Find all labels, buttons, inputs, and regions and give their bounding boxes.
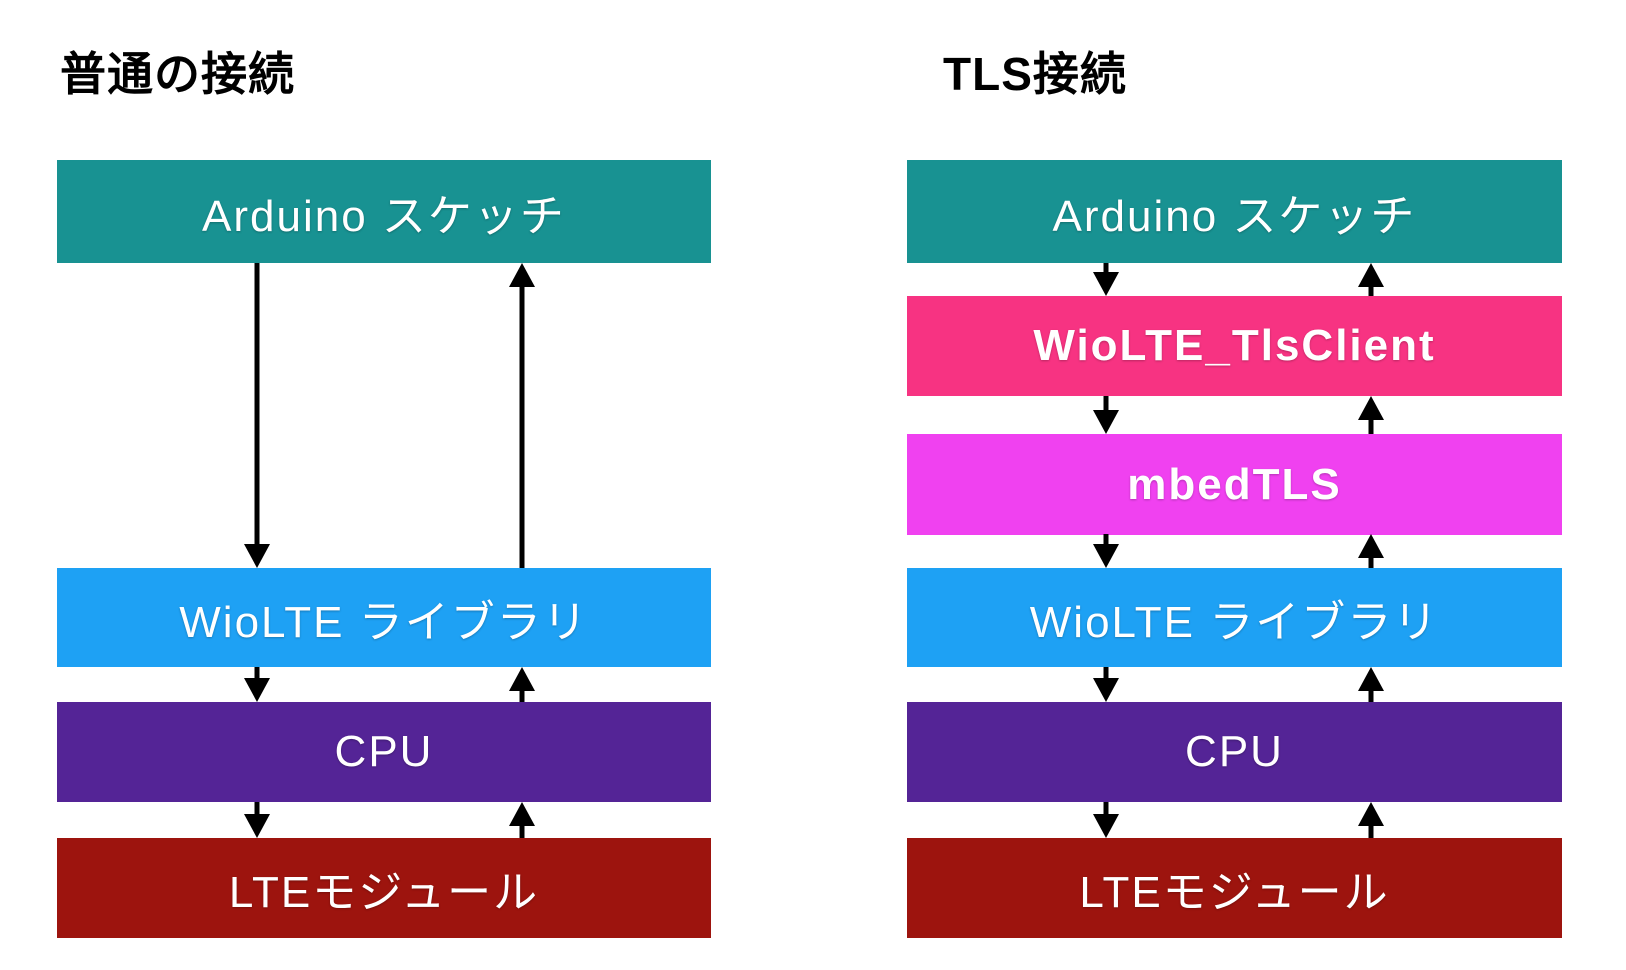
down-arrow xyxy=(1093,263,1119,296)
box-label: Arduino スケッチ xyxy=(202,191,566,241)
down-arrow xyxy=(1093,396,1119,434)
up-arrow xyxy=(1358,667,1384,702)
down-arrow xyxy=(1093,667,1119,702)
box-label: LTEモジュール xyxy=(1079,868,1390,917)
left-box-cpu: CPU xyxy=(57,702,711,802)
right-box-cpu: CPU xyxy=(907,702,1562,802)
up-arrow xyxy=(1358,534,1384,568)
left-diagram-title: 普通の接続 xyxy=(60,48,295,100)
box-label: mbedTLS xyxy=(1127,459,1342,509)
up-arrow xyxy=(509,263,535,568)
down-arrow xyxy=(244,667,270,702)
box-label: LTEモジュール xyxy=(228,868,540,917)
up-arrow xyxy=(1358,396,1384,434)
down-arrow xyxy=(244,802,270,838)
up-arrow xyxy=(509,802,535,838)
left-box-arduino-sketch: Arduino スケッチ xyxy=(57,160,711,263)
right-box-lte-module: LTEモジュール xyxy=(907,838,1562,938)
right-box-arduino-sketch: Arduino スケッチ xyxy=(907,160,1562,263)
right-box-wiolte-tlsclient: WioLTE_TlsClient xyxy=(907,296,1562,396)
box-label: WioLTE_TlsClient xyxy=(1033,321,1436,370)
down-arrow xyxy=(244,263,270,568)
down-arrow xyxy=(1093,802,1119,838)
left-box-lte-module: LTEモジュール xyxy=(57,838,711,938)
box-label: WioLTE ライブラリ xyxy=(1029,597,1440,647)
up-arrow xyxy=(1358,802,1384,838)
right-diagram-title: TLS接続 xyxy=(943,48,1127,100)
box-label: WioLTE ライブラリ xyxy=(179,597,589,647)
up-arrow xyxy=(1358,263,1384,296)
box-label: CPU xyxy=(1185,727,1284,776)
right-box-wiolte-library: WioLTE ライブラリ xyxy=(907,568,1562,667)
down-arrow xyxy=(1093,534,1119,568)
up-arrow xyxy=(509,667,535,702)
box-label: CPU xyxy=(334,727,434,776)
box-label: Arduino スケッチ xyxy=(1052,191,1417,241)
right-box-mbedtls: mbedTLS xyxy=(907,434,1562,535)
left-box-wiolte-library: WioLTE ライブラリ xyxy=(57,568,711,667)
